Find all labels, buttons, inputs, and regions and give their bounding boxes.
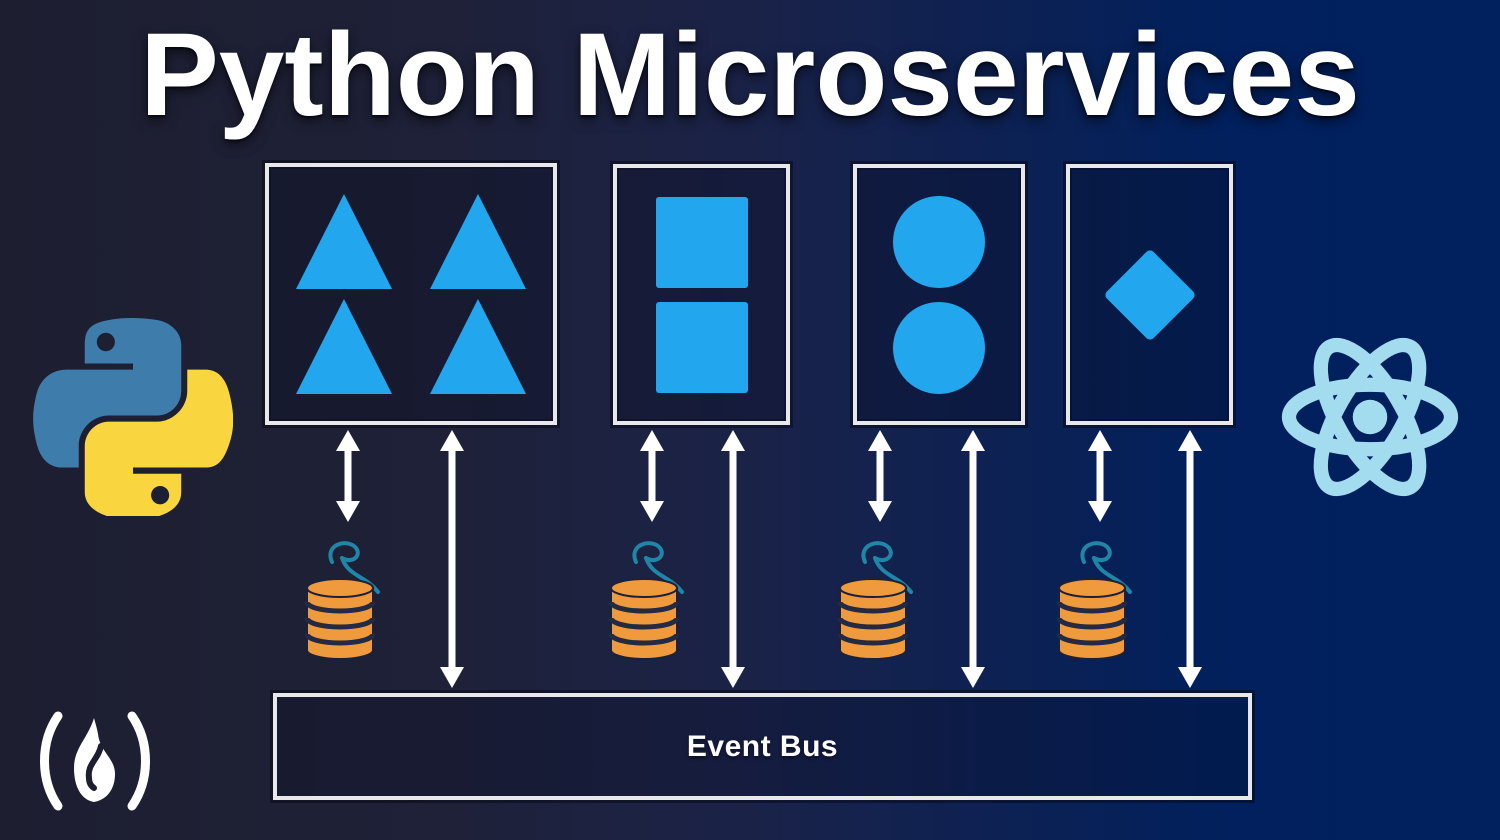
- triangle-shape: [430, 299, 526, 394]
- double-arrow-icon: [336, 430, 360, 522]
- circle-shape: [893, 195, 985, 288]
- square-shape: [655, 196, 748, 288]
- react-logo-icon: [1281, 337, 1459, 497]
- triangle-service-shapes: [269, 167, 553, 421]
- triangle-shape: [430, 194, 526, 289]
- double-arrow-icon: [961, 430, 985, 688]
- service-box-triangles: [265, 163, 557, 425]
- diamond-shape: [1102, 247, 1197, 342]
- database-icon: [304, 541, 380, 660]
- double-arrow-icon: [1178, 430, 1202, 688]
- double-arrow-icon: [868, 430, 892, 522]
- connector-swoosh-icon: [1080, 541, 1132, 594]
- page-title: Python Microservices: [140, 9, 1360, 141]
- double-arrow-icon: [440, 430, 464, 688]
- circle-shape: [893, 301, 985, 394]
- connector-swoosh-icon: [861, 541, 913, 594]
- database-icon: [1056, 541, 1132, 660]
- database-icon: [837, 541, 913, 660]
- service-box-diamond: [1066, 164, 1233, 425]
- service-box-squares: [613, 164, 790, 425]
- double-arrow-icon: [721, 430, 745, 688]
- double-arrow-icon: [1088, 430, 1112, 522]
- event-bus-label: Event Bus: [686, 729, 839, 763]
- service-box-circles: [853, 164, 1025, 425]
- connector-swoosh-icon: [328, 541, 380, 594]
- square-service-shapes: [617, 168, 786, 421]
- database-icon: [608, 541, 684, 660]
- python-logo-icon: [33, 318, 233, 516]
- event-bus: Event Bus: [273, 693, 1252, 800]
- freecodecamp-flame-logo-icon: [40, 711, 150, 811]
- triangle-shape: [296, 299, 392, 394]
- circle-service-shapes: [857, 168, 1021, 421]
- connector-swoosh-icon: [632, 541, 684, 594]
- diamond-service-shapes: [1070, 168, 1229, 421]
- square-shape: [655, 301, 748, 393]
- triangle-shape: [296, 194, 392, 289]
- double-arrow-icon: [640, 430, 664, 522]
